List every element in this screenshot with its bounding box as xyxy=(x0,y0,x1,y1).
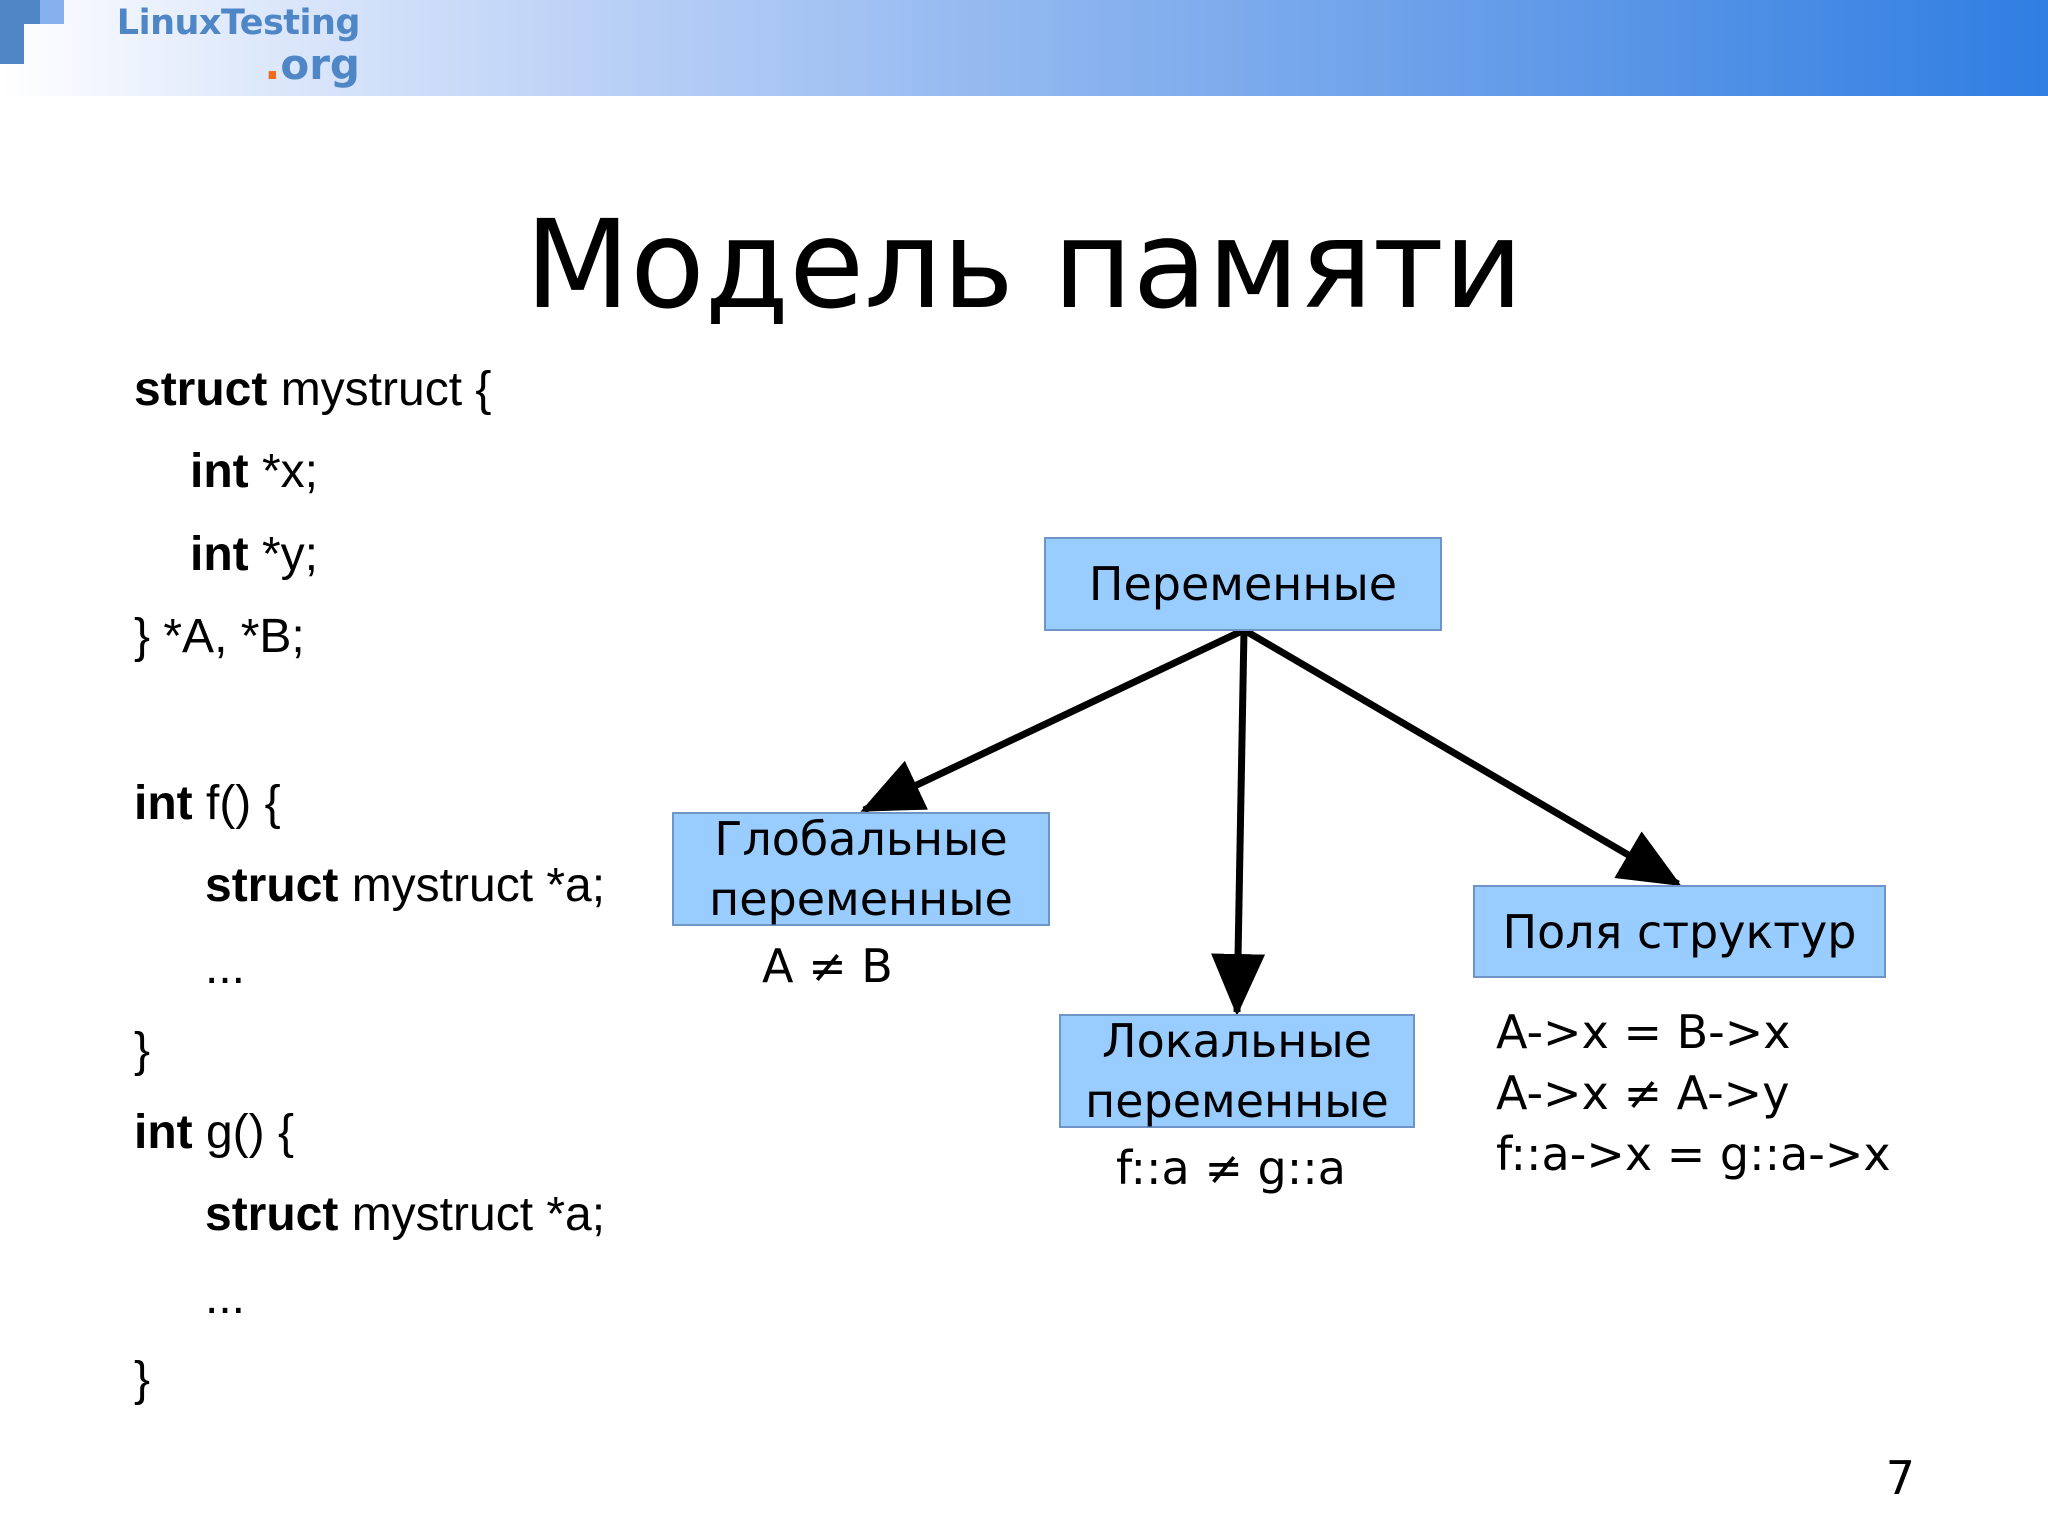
fields-note-1: A->x = B->x xyxy=(1496,1005,1791,1059)
code-keyword: struct xyxy=(134,363,268,416)
code-line: struct mystruct { xyxy=(134,362,491,418)
code-keyword: struct xyxy=(205,1188,339,1241)
fields-note-3: f::a->x = g::a->x xyxy=(1496,1127,1891,1181)
global-note: A ≠ B xyxy=(762,939,893,993)
logo-line1: LinuxTesting xyxy=(116,3,361,43)
logo: LinuxTesting .org xyxy=(100,2,361,86)
page-number: 7 xyxy=(1885,1451,1915,1505)
code-line: int *x; xyxy=(190,444,318,500)
code-keyword: int xyxy=(190,445,249,498)
logo-domain: org xyxy=(280,40,360,89)
node-fields-label: Поля структур xyxy=(1502,904,1857,959)
logo-line2: .org xyxy=(100,44,360,86)
logo-dot: . xyxy=(264,40,281,89)
code-keyword: int xyxy=(190,528,249,581)
code-line: struct mystruct *a; xyxy=(205,858,605,914)
code-text: } *A, *B; xyxy=(134,610,305,663)
node-global-label-line1: Глобальные xyxy=(714,812,1008,866)
node-global-label-line2: переменные xyxy=(709,872,1013,926)
fields-note-2: A->x ≠ A->y xyxy=(1496,1066,1790,1120)
code-line: ... xyxy=(205,940,245,996)
code-line: int g() { xyxy=(134,1105,294,1161)
code-text: f() { xyxy=(192,777,281,830)
code-line: ... xyxy=(205,1270,245,1326)
code-line: int *y; xyxy=(190,527,318,583)
code-text: *x; xyxy=(248,445,318,498)
slide-title: Модель памяти xyxy=(524,194,1524,336)
code-line: } *A, *B; xyxy=(134,609,305,665)
code-line: } xyxy=(134,1023,150,1079)
edge-root-to-fields xyxy=(1242,626,1682,888)
edge-root-to-local xyxy=(1211,629,1266,1016)
node-variables-label: Переменные xyxy=(1088,557,1398,611)
logo-mark-icon xyxy=(0,0,64,64)
code-line: } xyxy=(134,1352,150,1408)
node-local-label-line1: Локальные xyxy=(1102,1014,1372,1068)
code-keyword: struct xyxy=(205,859,339,912)
local-note: f::a ≠ g::a xyxy=(1116,1141,1346,1195)
code-text: ... xyxy=(205,941,246,994)
node-variables: Переменные xyxy=(1044,537,1442,631)
code-line: struct mystruct *a; xyxy=(205,1187,605,1243)
code-text: ... xyxy=(205,1271,246,1324)
header-band xyxy=(0,0,2048,96)
node-global-variables: Глобальные переменные xyxy=(672,812,1050,926)
node-local-label-line2: переменные xyxy=(1085,1074,1389,1128)
code-text: mystruct *a; xyxy=(338,1188,606,1241)
node-local-variables: Локальные переменные xyxy=(1059,1014,1415,1128)
code-text: mystruct { xyxy=(267,363,492,416)
code-keyword: int xyxy=(134,777,193,830)
code-line: int f() { xyxy=(134,776,281,832)
code-text: *y; xyxy=(248,528,318,581)
node-struct-fields: Поля структур xyxy=(1473,885,1886,978)
code-text: } xyxy=(134,1353,151,1406)
code-text: g() { xyxy=(192,1106,295,1159)
code-text: mystruct *a; xyxy=(338,859,606,912)
code-text: } xyxy=(134,1024,151,1077)
code-keyword: int xyxy=(134,1106,193,1159)
edge-root-to-global xyxy=(860,626,1246,814)
